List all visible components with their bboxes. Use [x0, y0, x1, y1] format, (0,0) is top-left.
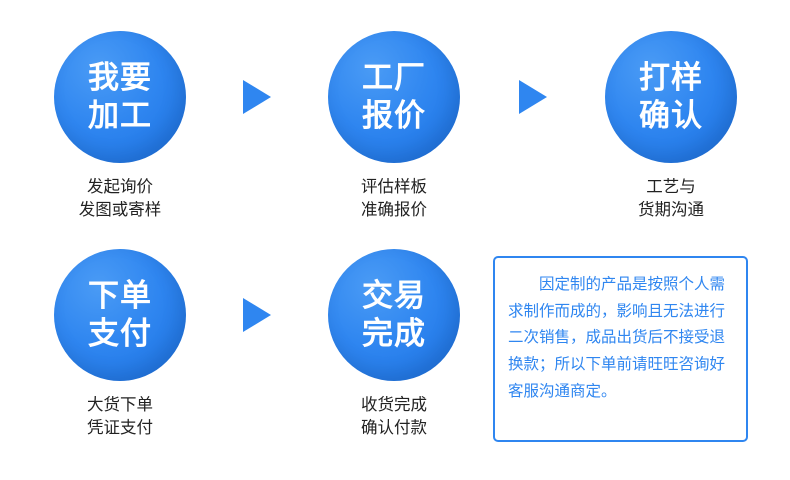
step-order-pay-caption-line-2: 凭证支付	[87, 419, 153, 438]
step-sample-confirm: 打样 确认 工艺与 货期沟通	[591, 31, 751, 223]
step-sample-confirm-caption-line-2: 货期沟通	[638, 201, 704, 220]
step-sample-confirm-circle: 打样 确认	[605, 31, 737, 163]
step-sample-confirm-circle-line-2: 确认	[639, 98, 703, 133]
step-quote-circle-line-2: 报价	[362, 98, 426, 133]
arrow-3-icon	[243, 298, 271, 332]
custom-order-notice: 因定制的产品是按照个人需求制作而成的，影响且无法进行二次销售，成品出货后不接受退…	[493, 256, 748, 442]
step-sample-confirm-caption: 工艺与 货期沟通	[591, 176, 751, 223]
step-deal-done: 交易 完成 收货完成 确认付款	[314, 249, 474, 441]
arrow-1-icon	[243, 80, 271, 114]
step-inquiry-caption-line-2: 发图或寄样	[78, 201, 162, 220]
step-order-pay-circle: 下单 支付	[54, 249, 186, 381]
step-quote-caption-line-2: 准确报价	[361, 201, 427, 220]
step-quote-circle-line-1: 工厂	[362, 60, 426, 96]
step-deal-done-circle-line-2: 完成	[362, 316, 426, 351]
step-inquiry-circle-line-2: 加工	[88, 98, 152, 133]
step-inquiry-circle-line-1: 我要	[88, 60, 152, 96]
step-deal-done-caption: 收货完成 确认付款	[314, 394, 474, 441]
step-deal-done-circle: 交易 完成	[328, 249, 460, 381]
step-order-pay-circle-line-1: 下单	[88, 278, 152, 314]
arrow-2-icon	[519, 80, 547, 114]
step-quote-caption-line-1: 评估样板	[361, 178, 427, 196]
step-deal-done-circle-line-1: 交易	[362, 278, 426, 314]
step-inquiry-caption: 发起询价 发图或寄样	[40, 176, 200, 223]
step-inquiry: 我要 加工 发起询价 发图或寄样	[40, 31, 200, 223]
step-deal-done-caption-line-2: 确认付款	[361, 419, 427, 438]
step-sample-confirm-circle-line-1: 打样	[639, 60, 703, 96]
step-quote-circle: 工厂 报价	[328, 31, 460, 163]
step-order-pay: 下单 支付 大货下单 凭证支付	[40, 249, 200, 441]
step-order-pay-caption-line-1: 大货下单	[87, 396, 153, 414]
step-inquiry-caption-line-1: 发起询价	[87, 178, 153, 196]
step-sample-confirm-caption-line-1: 工艺与	[646, 178, 696, 196]
step-quote: 工厂 报价 评估样板 准确报价	[314, 31, 474, 223]
step-order-pay-caption: 大货下单 凭证支付	[40, 394, 200, 441]
step-deal-done-caption-line-1: 收货完成	[361, 396, 427, 414]
step-inquiry-circle: 我要 加工	[54, 31, 186, 163]
step-order-pay-circle-line-2: 支付	[88, 316, 152, 351]
step-quote-caption: 评估样板 准确报价	[314, 176, 474, 223]
